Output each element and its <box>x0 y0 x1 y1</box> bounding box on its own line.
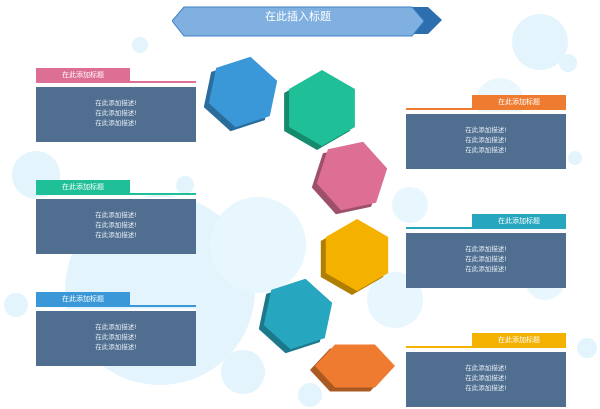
bubble <box>221 350 265 394</box>
panel-heading: 在此添加标题 <box>36 68 130 82</box>
hexagon-pink <box>311 141 388 215</box>
page-title: 在此插入标题 <box>265 10 331 23</box>
hexagon-face <box>325 219 389 291</box>
description-line: 在此添加描述! <box>95 221 137 229</box>
hexagon-face <box>316 141 388 211</box>
description-line: 在此添加描述! <box>465 255 507 263</box>
panel-description: 在此添加描述! 在此添加描述! 在此添加描述! <box>406 244 566 274</box>
info-panel-right-2: 在此添加标题在此添加描述! 在此添加描述! 在此添加描述! <box>406 214 566 288</box>
description-line: 在此添加描述! <box>95 333 137 341</box>
panel-accent-line <box>406 227 566 229</box>
banner-arrow-shape <box>172 6 442 37</box>
description-line: 在此添加描述! <box>95 343 137 351</box>
bubble <box>392 187 428 223</box>
title-banner: 在此插入标题 <box>172 6 442 38</box>
panel-accent-line <box>406 346 566 348</box>
description-line: 在此添加描述! <box>465 146 507 154</box>
description-line: 在此添加描述! <box>465 374 507 382</box>
panel-body: 在此添加描述! 在此添加描述! 在此添加描述! <box>36 309 196 366</box>
panel-body: 在此添加描述! 在此添加描述! 在此添加描述! <box>406 350 566 407</box>
hexagon-face <box>263 278 333 350</box>
hexagon-cyan <box>258 278 333 354</box>
panel-accent-line <box>36 81 196 83</box>
info-panel-left-1: 在此添加标题在此添加描述! 在此添加描述! 在此添加描述! <box>36 68 196 142</box>
panel-description: 在此添加描述! 在此添加描述! 在此添加描述! <box>36 322 196 352</box>
bubble <box>577 338 597 358</box>
description-line: 在此添加描述! <box>465 126 507 134</box>
hexagon-face <box>208 56 278 128</box>
hexagon-blue <box>203 56 278 132</box>
hexagon-face <box>289 70 355 146</box>
panel-description: 在此添加描述! 在此添加描述! 在此添加描述! <box>36 210 196 240</box>
panel-description: 在此添加描述! 在此添加描述! 在此添加描述! <box>406 125 566 155</box>
panel-heading: 在此添加标题 <box>472 214 566 228</box>
info-panel-left-3: 在此添加标题在此添加描述! 在此添加描述! 在此添加描述! <box>36 292 196 366</box>
panel-heading: 在此添加标题 <box>472 333 566 347</box>
bubble <box>512 14 568 70</box>
hexagon-teal <box>284 70 355 150</box>
description-line: 在此添加描述! <box>95 211 137 219</box>
bubble <box>298 383 322 407</box>
bubble <box>559 54 577 72</box>
bubble <box>4 293 28 317</box>
description-line: 在此添加描述! <box>465 245 507 253</box>
description-line: 在此添加描述! <box>465 384 507 392</box>
description-line: 在此添加描述! <box>95 231 137 239</box>
description-line: 在此添加描述! <box>465 364 507 372</box>
panel-body: 在此添加描述! 在此添加描述! 在此添加描述! <box>36 197 196 254</box>
panel-body: 在此添加描述! 在此添加描述! 在此添加描述! <box>36 85 196 142</box>
panel-body: 在此添加描述! 在此添加描述! 在此添加描述! <box>406 231 566 288</box>
description-line: 在此添加描述! <box>95 109 137 117</box>
info-panel-right-3: 在此添加标题在此添加描述! 在此添加描述! 在此添加描述! <box>406 333 566 407</box>
panel-heading: 在此添加标题 <box>36 292 130 306</box>
panel-accent-line <box>36 305 196 307</box>
description-line: 在此添加描述! <box>95 119 137 127</box>
description-line: 在此添加描述! <box>465 136 507 144</box>
hexagon-orange <box>310 344 395 392</box>
bubble <box>132 37 148 53</box>
panel-heading: 在此添加标题 <box>472 95 566 109</box>
panel-heading: 在此添加标题 <box>36 180 130 194</box>
hexagon-face <box>315 344 395 388</box>
panel-accent-line <box>36 193 196 195</box>
bubble <box>176 176 194 194</box>
panel-description: 在此添加描述! 在此添加描述! 在此添加描述! <box>406 363 566 393</box>
panel-accent-line <box>406 108 566 110</box>
bubble <box>568 151 582 165</box>
description-line: 在此添加描述! <box>95 323 137 331</box>
info-panel-right-1: 在此添加标题在此添加描述! 在此添加描述! 在此添加描述! <box>406 95 566 169</box>
panel-description: 在此添加描述! 在此添加描述! 在此添加描述! <box>36 98 196 128</box>
description-line: 在此添加描述! <box>465 265 507 273</box>
info-panel-left-2: 在此添加标题在此添加描述! 在此添加描述! 在此添加描述! <box>36 180 196 254</box>
panel-body: 在此添加描述! 在此添加描述! 在此添加描述! <box>406 112 566 169</box>
description-line: 在此添加描述! <box>95 99 137 107</box>
hexagon-yellow <box>320 219 389 295</box>
bubble <box>210 197 306 293</box>
